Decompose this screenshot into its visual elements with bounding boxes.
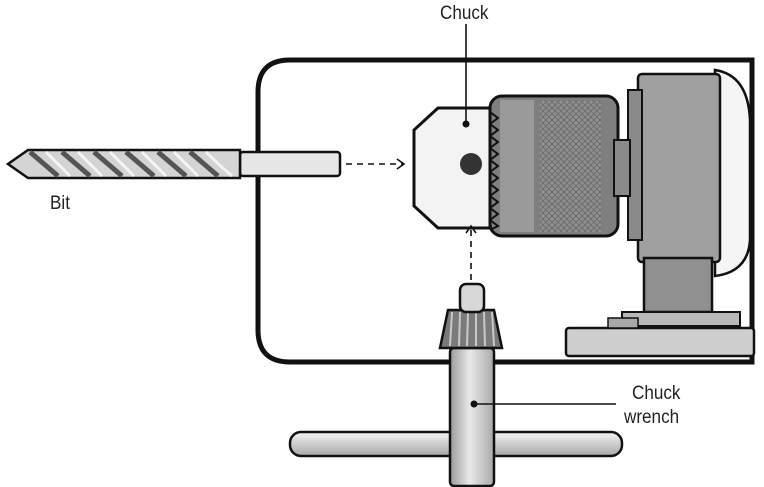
wrench-leader-dot bbox=[470, 400, 478, 408]
chuck-key-hole bbox=[460, 153, 482, 175]
drill-bit bbox=[5, 148, 342, 180]
chuck-label: Chuck bbox=[440, 3, 489, 24]
chuck-wrench-label-line2: wrench bbox=[624, 407, 680, 428]
chuck-nose bbox=[412, 106, 492, 230]
chuck-wrench bbox=[288, 282, 624, 487]
bit-label: Bit bbox=[50, 193, 70, 214]
chuck-wrench-label-line1: Chuck bbox=[632, 383, 681, 404]
chuck-body bbox=[412, 94, 631, 238]
motor-plate bbox=[564, 68, 756, 358]
chuck-leader-dot bbox=[462, 120, 470, 128]
chuck-gear-teeth bbox=[488, 111, 500, 231]
